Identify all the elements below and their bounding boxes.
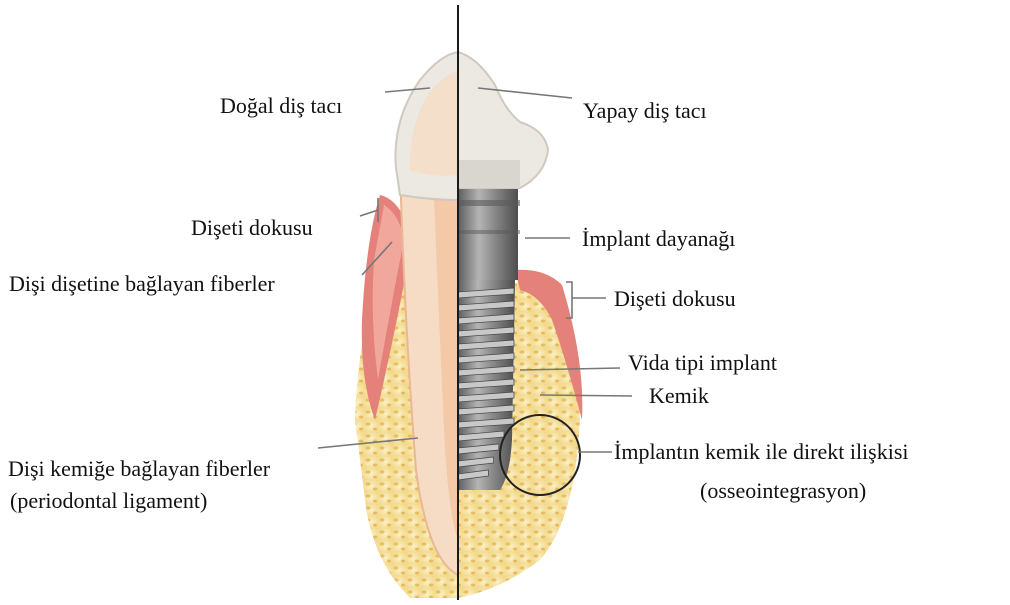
- label-fibers-bone-1: Dişi kemiğe bağlayan fiberler: [8, 456, 270, 482]
- label-implant-abutment: İmplant dayanağı: [582, 226, 735, 252]
- label-gum-tissue-left: Dişeti dokusu: [191, 215, 313, 241]
- label-artificial-crown: Yapay diş tacı: [583, 98, 707, 124]
- label-fibers-gum: Dişi dişetine bağlayan fiberler: [9, 271, 275, 297]
- leader-bone: [540, 395, 632, 396]
- label-fibers-bone-2: (periodontal ligament): [10, 488, 207, 514]
- label-natural-crown: Doğal diş tacı: [220, 93, 342, 119]
- label-screw-implant: Vida tipi implant: [628, 350, 777, 376]
- label-bone: Kemik: [649, 383, 709, 409]
- label-osseo-1: İmplantın kemik ile direkt ilişkisi: [614, 439, 909, 465]
- label-gum-tissue-right: Dişeti dokusu: [614, 286, 736, 312]
- label-osseo-2: (osseointegrasyon): [700, 478, 866, 504]
